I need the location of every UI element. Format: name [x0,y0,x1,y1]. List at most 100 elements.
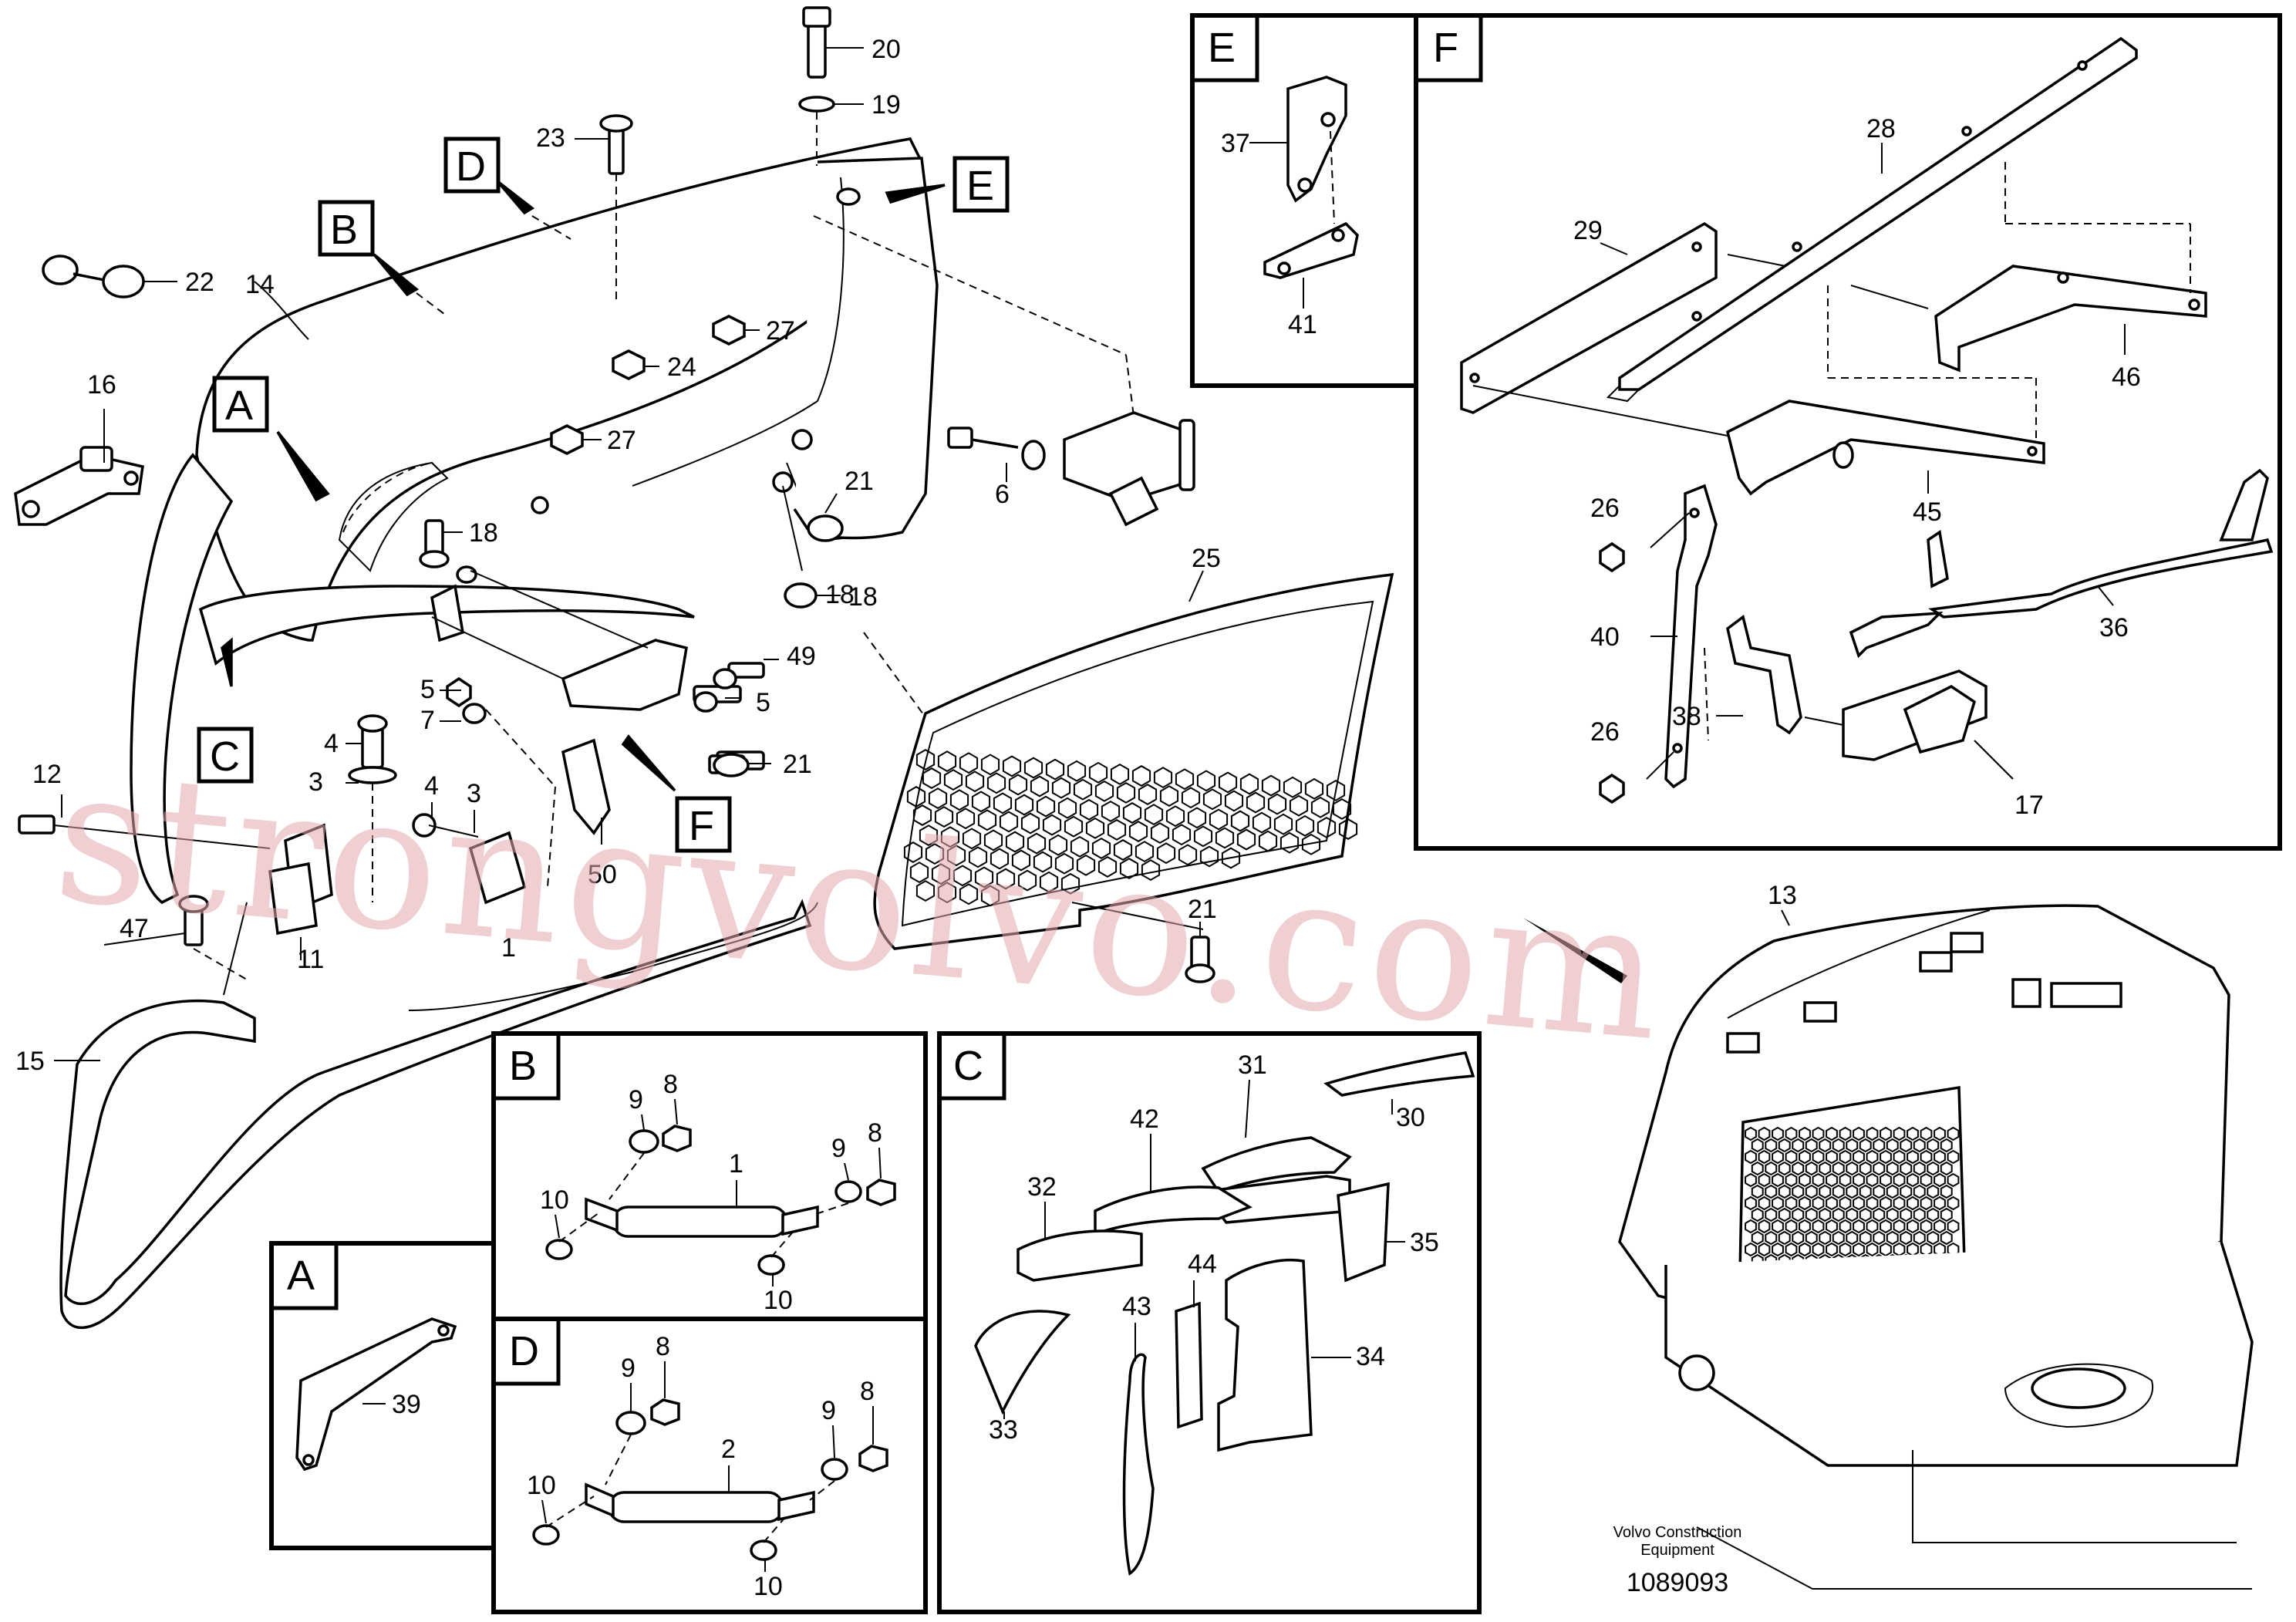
mesh-cell [1873,1207,1886,1222]
callout: 8 [663,1070,678,1099]
mesh-cell [1799,1242,1811,1257]
mesh-cell [1832,1184,1845,1199]
mesh-cell [1907,1219,1919,1234]
mesh-cell [1819,1230,1832,1246]
callout: 3 [467,779,481,808]
callout: 34 [1356,1342,1385,1371]
callout: 4 [424,771,439,801]
mesh-cell [1110,763,1130,785]
mesh-cell [1218,771,1238,794]
mesh-cell [968,846,988,868]
mesh-cell [1900,1184,1913,1199]
mesh-cell [1060,872,1081,895]
mesh-cell [1128,821,1148,842]
mesh-cell [1839,1195,1852,1211]
mesh-cell [1181,787,1201,809]
mesh-cell [1880,1219,1892,1234]
mesh-cell [1751,1184,1764,1199]
mesh-cell [1008,774,1028,796]
inset-b: B 10 9 8 1 9 8 10 [491,1031,928,1321]
mesh-cell [1772,1219,1784,1234]
callout: 45 [1913,497,1942,527]
callout: 49 [787,642,816,671]
mesh-cell [1215,827,1235,849]
mesh-cell [1751,1161,1764,1176]
inset-d-title: D [509,1328,539,1374]
callout: 31 [1238,1050,1267,1080]
mesh-cell [1859,1230,1872,1246]
callout: 22 [185,268,214,297]
mesh-cell [1907,1126,1919,1141]
mesh-cell [1758,1126,1771,1141]
mesh-cell [909,862,929,884]
mesh-cell [1116,781,1136,804]
callout: 43 [1122,1292,1151,1321]
machine-overview: 13 [1523,881,2254,1590]
callout: 5 [756,688,770,717]
mesh-cell [1805,1184,1818,1199]
mesh-cell [1913,1184,1926,1199]
mesh-cell [940,826,960,848]
mesh-cell [1805,1207,1818,1222]
mesh-cell [1947,1172,1960,1188]
mesh-cell [1267,793,1287,815]
callout: 23 [536,123,565,153]
mesh-cell [980,885,1000,907]
mesh-cell [1196,770,1216,792]
mesh-cell [1812,1149,1825,1165]
mesh-cell [1927,1230,1940,1246]
mesh-cell [1239,773,1259,795]
mesh-cell [1846,1207,1859,1222]
mesh-cell [1866,1172,1879,1188]
callout: 27 [607,426,636,455]
mesh-cell [1805,1138,1818,1153]
mesh-cell [1141,859,1161,882]
mesh-cell [1927,1138,1940,1153]
mesh-cell [1839,1126,1852,1141]
mesh-cell [1772,1172,1784,1188]
mesh-cell [1913,1161,1926,1176]
mesh-cell [934,806,954,828]
mesh-cell [1940,1230,1953,1246]
callout: 39 [392,1390,421,1419]
callout: 18 [469,518,498,548]
mesh-cell [1054,852,1074,875]
callout: 5 [420,675,435,704]
mesh-cell [956,808,976,830]
mesh-cell [1101,800,1121,822]
mesh-cell [1920,1172,1933,1188]
callout: 25 [1192,544,1221,573]
mesh-cell [1011,849,1031,872]
mesh-cell [1751,1207,1764,1222]
mesh-cell [1812,1219,1825,1234]
mesh-cell [1886,1207,1899,1222]
mesh-cell [1866,1242,1879,1257]
mesh-cell [1832,1161,1845,1176]
callout: 2 [721,1435,736,1464]
callout: 9 [821,1396,836,1425]
mesh-cell [996,868,1016,890]
mesh-cell [1017,869,1037,892]
callout: 32 [1027,1172,1057,1202]
mesh-cell [1853,1126,1865,1141]
mesh-cell [1150,822,1170,845]
mesh-cell [1873,1161,1886,1176]
callout: 10 [764,1286,793,1315]
mount-brackets [18,814,333,996]
grille-mesh [903,749,1358,907]
callout: 21 [1188,895,1217,924]
callout: 8 [868,1118,882,1148]
callout: 50 [588,860,617,889]
mesh-cell [1785,1242,1798,1257]
mesh-cell [1792,1230,1805,1246]
mesh-cell [1778,1230,1791,1246]
mesh-cell [1873,1184,1886,1199]
mesh-cell [1893,1195,1906,1211]
callout: 18 [848,582,878,612]
mesh-cell [971,791,991,813]
mesh-cell [1033,851,1053,873]
inset-f-title: F [1433,25,1458,71]
mesh-cell [946,845,966,867]
mesh-cell [1252,811,1272,834]
mesh-cell [1073,778,1093,801]
